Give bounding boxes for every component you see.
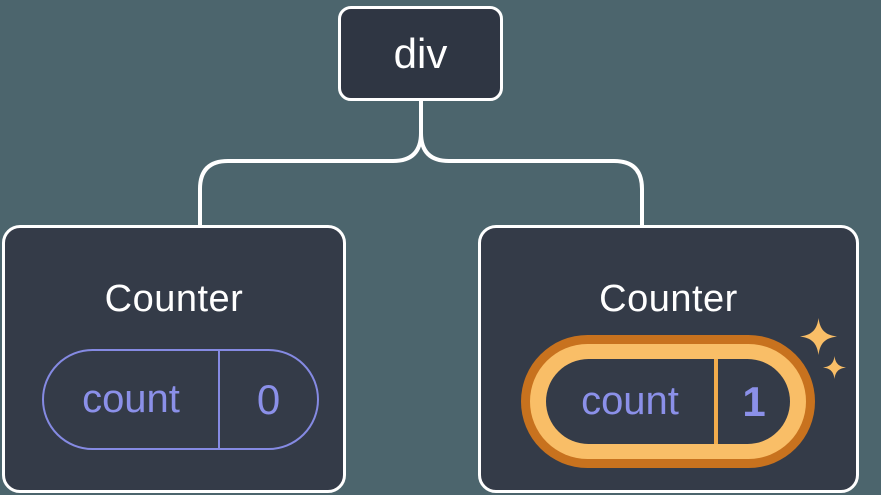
root-node-label: div [393, 29, 448, 77]
root-node-div: div [338, 6, 503, 101]
counter-title: Counter [104, 278, 244, 320]
state-key-label: count [581, 379, 679, 423]
sparkle-icon [823, 356, 846, 379]
state-pill: count 0 [42, 349, 319, 450]
sparkle-icon [800, 318, 837, 355]
connector-right-branch [419, 131, 644, 227]
state-value: 1 [742, 377, 766, 425]
state-pill-highlight-ring-inner: count 1 [530, 344, 806, 459]
state-pill-divider [218, 351, 220, 448]
state-pill-highlight-ring: count 1 [521, 335, 815, 468]
counter-card-right: Counter count 1 [478, 225, 859, 493]
counter-title: Counter [599, 278, 738, 320]
state-pill-divider [714, 359, 718, 444]
state-pill: count 1 [546, 359, 790, 444]
state-key-label: count [82, 377, 180, 421]
state-value: 0 [256, 375, 281, 423]
counter-card-left: Counter count 0 [2, 225, 346, 493]
connector-left-branch [198, 131, 423, 227]
